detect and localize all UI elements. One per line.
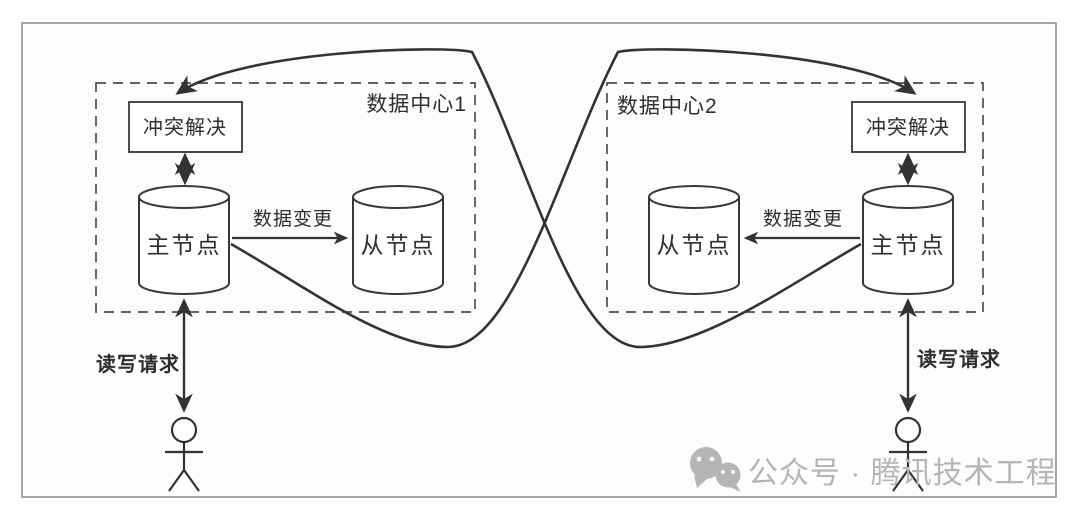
- watermark: 公众号 · 腾讯技术工程: [690, 447, 1057, 492]
- conflict-resolver1-box: [128, 101, 243, 153]
- leader2-cylinder: 主节点: [862, 185, 954, 295]
- watermark-text: 公众号 · 腾讯技术工程: [748, 457, 1057, 490]
- follower2-label: 从节点: [657, 232, 732, 258]
- follower1-cylinder: 从节点: [352, 185, 444, 295]
- follower1-label: 从节点: [361, 232, 436, 258]
- datacenter2-title: 数据中心2: [617, 95, 718, 118]
- replication-label1: 数据变更: [253, 208, 333, 230]
- conflict-resolver2-box: [851, 101, 966, 153]
- client-label1: 读写请求: [96, 352, 180, 376]
- leader1-label: 主节点: [147, 232, 222, 258]
- replication-label2: 数据变更: [763, 208, 843, 230]
- datacenter1-title: 数据中心1: [366, 93, 467, 116]
- user-figure2: [889, 416, 927, 492]
- wechat-icon: [690, 447, 741, 492]
- user-figure1: [165, 416, 203, 492]
- datacenter1-box: [95, 82, 476, 313]
- conflict-resolver1-label: 冲突解决: [143, 116, 227, 139]
- leader1-cylinder: 主节点: [138, 185, 230, 295]
- replication-curve-dc2-to-dc1: [175, 48, 862, 349]
- client-label2: 读写请求: [917, 347, 1001, 371]
- datacenter2-box: [606, 82, 984, 313]
- conflict-resolver2-label: 冲突解决: [866, 116, 950, 139]
- leader2-label: 主节点: [871, 232, 946, 258]
- follower2-cylinder: 从节点: [648, 185, 740, 295]
